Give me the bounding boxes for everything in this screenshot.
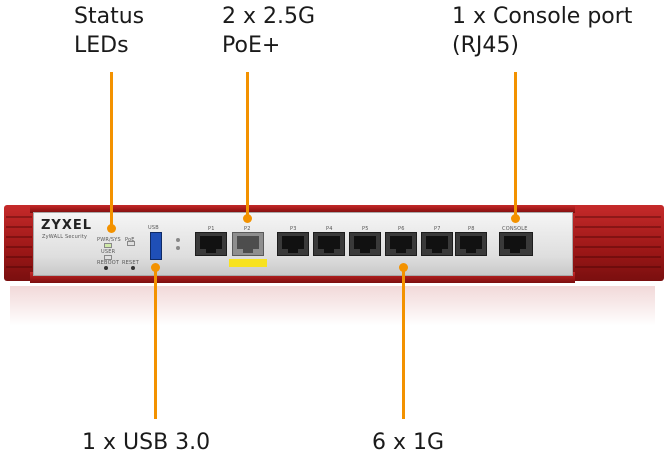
leader-poe-ports: [246, 72, 249, 218]
usb-port[interactable]: [150, 232, 162, 260]
poe-marker: [229, 259, 267, 267]
ethernet-port-p3[interactable]: [277, 232, 309, 256]
brand-logo: ZYXEL: [41, 218, 93, 233]
indicator-dot: [176, 238, 180, 242]
led-label-user: USER: [101, 249, 116, 255]
console-port[interactable]: [499, 232, 533, 256]
leader-dot-poe-ports: [243, 214, 252, 223]
fin: [575, 236, 661, 238]
chassis-top-rail: [30, 205, 575, 213]
port-label-p7: P7: [434, 226, 441, 232]
button-label-reboot: REBOOT: [97, 260, 120, 266]
leader-console-port: [514, 72, 517, 218]
fin: [575, 216, 661, 218]
leader-dot-usb: [151, 263, 160, 272]
port-label-p5: P5: [362, 226, 369, 232]
reset-button[interactable]: [131, 266, 135, 270]
port-label-p8: P8: [468, 226, 475, 232]
fin: [575, 256, 661, 258]
port-label-p6: P6: [398, 226, 405, 232]
led-label-poe: PoE: [125, 237, 135, 243]
fin: [575, 226, 661, 228]
callout-poe-ports: 2 x 2.5G PoE+: [222, 4, 316, 58]
callout-status-leds: Status LEDs: [74, 4, 145, 58]
fin: [575, 246, 661, 248]
button-label-reset: RESET: [122, 260, 140, 266]
console-label: CONSOLE: [502, 226, 528, 232]
status-led-poe: [127, 241, 135, 246]
status-led-user: [104, 255, 112, 260]
fin: [575, 266, 661, 268]
port-label-p3: P3: [290, 226, 297, 232]
port-label-p2: P2: [244, 226, 251, 232]
leader-gig-ports: [402, 267, 405, 419]
ethernet-port-p2[interactable]: [232, 232, 264, 256]
led-label-pwr-sys: PWR/SYS: [97, 237, 121, 243]
ethernet-port-p7[interactable]: [421, 232, 453, 256]
callout-gig-ports: 6 x 1G: [372, 430, 445, 455]
chassis-left-cap: [4, 205, 34, 281]
status-led-pwr: [104, 243, 112, 248]
port-label-p1: P1: [208, 226, 215, 232]
leader-status-leds: [110, 72, 113, 228]
fin: [6, 226, 32, 228]
callout-usb: 1 x USB 3.0: [82, 430, 211, 455]
usb-label: USB: [148, 225, 159, 231]
port-label-p4: P4: [326, 226, 333, 232]
leader-dot-gig-ports: [399, 263, 408, 272]
leader-usb: [154, 267, 157, 419]
leader-dot-console-port: [511, 214, 520, 223]
chassis-bottom-rail: [30, 272, 575, 283]
callout-console-port: 1 x Console port (RJ45): [452, 4, 633, 58]
ethernet-port-p5[interactable]: [349, 232, 381, 256]
ethernet-port-p4[interactable]: [313, 232, 345, 256]
fin: [6, 266, 32, 268]
fin: [6, 246, 32, 248]
reboot-button[interactable]: [104, 266, 108, 270]
ethernet-port-p1[interactable]: [195, 232, 227, 256]
fin: [6, 236, 32, 238]
fin: [6, 256, 32, 258]
fin: [6, 216, 32, 218]
indicator-dot: [176, 246, 180, 250]
chassis-right-cap: [570, 205, 664, 281]
ethernet-port-p8[interactable]: [455, 232, 487, 256]
ethernet-port-p6[interactable]: [385, 232, 417, 256]
device-reflection: [10, 286, 655, 326]
model-label: ZyWALL Security: [42, 234, 88, 240]
leader-dot-status-leds: [107, 224, 116, 233]
